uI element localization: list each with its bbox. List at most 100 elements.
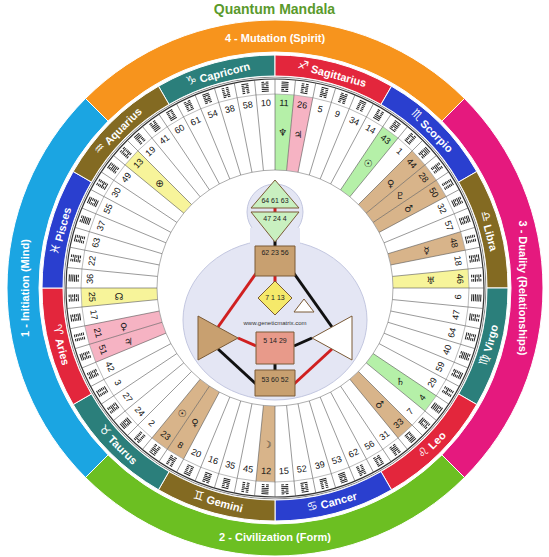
label-holder: 63	[90, 237, 102, 249]
hexagram-line	[135, 134, 140, 139]
hexagram-line	[341, 92, 344, 94]
hexagram-line	[457, 203, 458, 205]
gate-highlight	[350, 371, 412, 438]
hexagram	[107, 162, 118, 173]
band-shape	[42, 172, 91, 289]
hexagram	[74, 235, 84, 244]
center-gates: 62 23 56	[261, 249, 288, 256]
hexagram-line	[92, 198, 93, 200]
hexagram-line	[339, 99, 342, 101]
hexagram-line	[222, 91, 225, 93]
hexagram-line	[358, 469, 364, 472]
gate-number: 57	[443, 219, 456, 232]
gate-number: 18	[452, 255, 463, 266]
band-label: ♑Capricorn	[184, 59, 251, 89]
hexagram-line	[339, 98, 346, 100]
hexagram-line	[97, 183, 98, 185]
hexagram-line	[472, 255, 473, 258]
hexagram-line	[262, 488, 269, 489]
hexagram-line	[243, 93, 246, 94]
hexagram-line	[186, 107, 188, 108]
hexagram-line	[412, 139, 414, 141]
label-holder: 5 14 29	[263, 337, 286, 345]
hexagram-line	[325, 90, 328, 92]
label-holder: 7	[406, 406, 417, 416]
hexagram-line	[422, 156, 424, 158]
center-gates: 64 61 63	[261, 197, 288, 204]
label-holder: 49	[120, 171, 134, 185]
hexagram	[149, 120, 160, 131]
hexagram-line	[241, 491, 244, 492]
gate-divider	[358, 371, 422, 435]
hexagram-line	[462, 201, 463, 203]
hexagram-line	[411, 438, 416, 443]
hexagram-line	[325, 91, 328, 93]
band-text: Taurus	[106, 433, 140, 467]
gate-divider	[341, 386, 392, 462]
label-holder: 62	[347, 448, 360, 461]
label-holder: ⊕	[155, 178, 163, 189]
label-holder: 6	[454, 294, 464, 299]
gate-number: 13	[131, 157, 145, 171]
band-text: 4 - Mutation (Spirit)	[225, 32, 325, 45]
hexagram-line	[171, 455, 173, 456]
hexagram-line	[439, 167, 441, 169]
gate-number: 51	[96, 343, 109, 356]
label-holder: ☉	[363, 157, 372, 168]
hexagram-line	[470, 235, 472, 238]
hexagram-line	[149, 123, 151, 125]
band-text: ♌	[415, 444, 433, 462]
hexagram-line	[478, 274, 479, 281]
hexagram-line	[477, 279, 478, 282]
hexagram-line	[358, 470, 360, 471]
gate-highlight	[392, 269, 469, 288]
hexagram	[222, 87, 231, 97]
hexagram-line	[466, 236, 468, 239]
planet-symbol: ⊕	[155, 178, 163, 189]
hexagram	[149, 444, 160, 455]
hexagram-line	[469, 333, 471, 340]
hexagram-line	[242, 489, 245, 490]
hexagram-line	[121, 148, 126, 153]
label-holder: 62 23 56	[261, 249, 288, 257]
hexagram-line	[173, 114, 175, 115]
hexagram-line	[456, 198, 459, 204]
hexagram-line	[478, 254, 479, 261]
hexagram	[241, 482, 249, 492]
hexagram-line	[426, 421, 428, 423]
hexagram-line	[461, 352, 463, 359]
hexagram-line	[100, 180, 101, 182]
hexagram-line	[95, 369, 96, 371]
hexagram-line	[226, 89, 229, 91]
hexagram-line	[466, 337, 468, 340]
hexagram-line	[110, 406, 114, 412]
hexagram-line	[139, 141, 141, 143]
gate-number: 46	[454, 274, 464, 284]
band-label: 2 - Civilization (Form)	[219, 531, 331, 544]
hexagram-line	[421, 151, 423, 153]
hexagram-line	[88, 356, 90, 359]
hexagram-line	[80, 338, 82, 341]
band-text: Libra	[482, 223, 501, 252]
hexagram-line	[433, 167, 435, 169]
hexagram-line	[262, 87, 269, 88]
hexagram-line	[242, 89, 245, 90]
hexagram	[459, 351, 470, 361]
planet-symbol: ♀	[387, 178, 394, 189]
hexagram-line	[305, 89, 308, 90]
hexagram-line	[223, 94, 230, 96]
hexagram-line	[184, 102, 186, 103]
hexagram-line	[419, 418, 424, 423]
gate-number: 14	[363, 122, 377, 136]
planet-symbol: ♆	[278, 127, 287, 138]
hexagram-line	[241, 84, 248, 85]
hexagram-line	[101, 388, 102, 390]
hexagram-line	[77, 334, 79, 337]
label-holder: 56	[363, 439, 377, 453]
channel-line	[218, 272, 257, 327]
